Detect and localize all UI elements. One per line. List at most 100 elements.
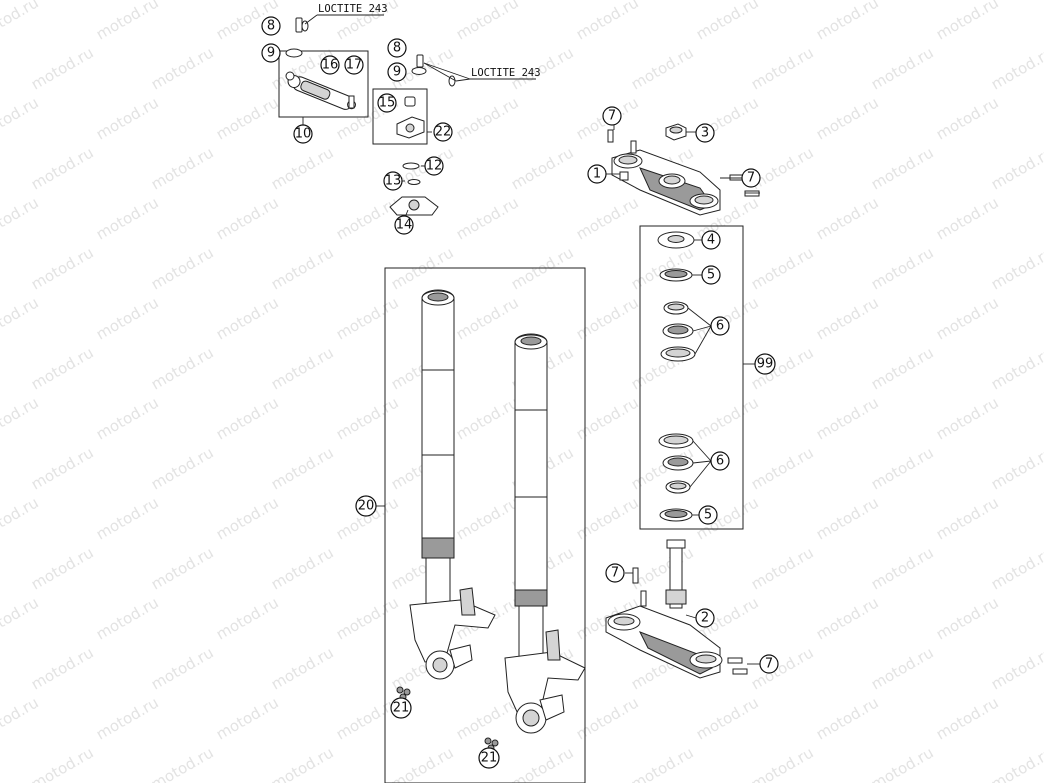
watermark-text: motod.ru [573,693,642,743]
watermark-text: motod.ru [0,393,42,443]
callout-15: 15 [377,93,397,113]
watermark-text: motod.ru [933,293,1002,343]
watermark-text: motod.ru [148,443,217,493]
watermark-text: motod.ru [28,143,97,193]
watermark-text: motod.ru [693,0,762,43]
svg-text:21: 21 [481,751,498,766]
watermark-text: motod.ru [333,693,402,743]
callout-1: 1 [587,164,607,184]
watermark-text: motod.ru [213,293,282,343]
watermark-text: motod.ru [748,643,817,693]
watermark-text: motod.ru [988,443,1044,493]
watermark-text: motod.ru [0,693,42,743]
callout-20: 20 [355,495,377,517]
callout-14: 14 [394,215,414,235]
washer-9-b [411,67,427,75]
watermark-text: motod.ru [0,593,42,643]
screw-8-a [295,17,303,33]
svg-text:5: 5 [704,508,712,523]
watermark-text: motod.ru [988,43,1044,93]
watermark-text: motod.ru [213,393,282,443]
watermark-text: motod.ru [813,693,882,743]
watermark-text: motod.ru [28,343,97,393]
watermark-text: motod.ru [148,643,217,693]
watermark-text: motod.ru [933,93,1002,143]
watermark-text: motod.ru [813,493,882,543]
svg-text:7: 7 [611,566,619,581]
watermark-text: motod.ru [813,293,882,343]
watermark-text: motod.ru [868,643,937,693]
watermark-text: motod.ru [93,393,162,443]
watermark-text: motod.ru [268,343,337,393]
callout-21-a: 21 [390,697,412,719]
watermark-text: motod.ru [268,543,337,593]
lower-triple-clamp [605,539,760,679]
callout-6-a: 6 [710,316,730,336]
watermark-text: motod.ru [453,393,522,443]
screw-8-b [416,54,424,68]
watermark-text: motod.ru [573,393,642,443]
watermark-text: motod.ru [453,93,522,143]
damper-bracket-group [372,54,471,221]
watermark-text: motod.ru [28,43,97,93]
watermark-text: motod.ru [988,743,1044,783]
callout-99: 99 [754,353,776,375]
frame-22 [372,88,428,145]
watermark-text: motod.ru [508,743,577,783]
loctite-text-b: LOCTITE 243 [471,67,541,79]
callout-2: 2 [695,608,715,628]
watermark-text: motod.ru [868,743,937,783]
watermark-text: motod.ru [28,243,97,293]
frame-20 [384,267,586,783]
callout-8-a: 8 [261,16,281,36]
watermark-text: motod.ru [573,0,642,43]
svg-text:8: 8 [267,19,275,34]
watermark-text: motod.ru [453,293,522,343]
svg-text:3: 3 [701,126,709,141]
frame-10 [278,50,369,118]
callout-10: 10 [293,124,313,144]
svg-text:6: 6 [716,319,724,334]
callout-5-a: 5 [701,265,721,285]
upper-triple-clamp [606,123,760,216]
watermark-text: motod.ru [93,693,162,743]
callout-7-b: 7 [741,168,761,188]
watermark-text: motod.ru [813,193,882,243]
watermark-text: motod.ru [333,393,402,443]
watermark-text: motod.ru [93,493,162,543]
svg-text:4: 4 [707,233,715,248]
watermark-text: motod.ru [988,543,1044,593]
watermark-text: motod.ru [693,393,762,443]
watermark-text: motod.ru [868,143,937,193]
callout-7-d: 7 [759,654,779,674]
watermark-text: motod.ru [268,243,337,293]
watermark-text: motod.ru [813,0,882,43]
svg-text:16: 16 [322,58,339,73]
watermark-text: motod.ru [693,293,762,343]
watermark-text: motod.ru [333,593,402,643]
callout-21-b: 21 [478,747,500,769]
watermark-text: motod.ru [453,0,522,43]
watermark-text: motod.ru [0,93,42,143]
svg-text:7: 7 [608,109,616,124]
watermark-text: motod.ru [933,393,1002,443]
watermark-text: motod.ru [28,743,97,783]
watermark-text: motod.ru [693,693,762,743]
watermark-text: motod.ru [988,643,1044,693]
watermark-text: motod.ru [748,43,817,93]
loctite-text-a: LOCTITE 243 [318,3,388,15]
svg-text:5: 5 [707,268,715,283]
watermark-text: motod.ru [148,43,217,93]
loctite-label-a: LOCTITE 243 [304,3,388,25]
watermark-text: motod.ru [213,693,282,743]
callout-9-b: 9 [387,62,407,82]
washer-9-a [285,48,303,58]
svg-text:10: 10 [295,127,312,142]
svg-text:14: 14 [396,218,413,233]
watermark-text: motod.ru [933,193,1002,243]
callout-7-a: 7 [602,106,622,126]
watermark-text: motod.ru [93,93,162,143]
watermark-text: motod.ru [453,693,522,743]
watermark-text: motod.ru [28,643,97,693]
